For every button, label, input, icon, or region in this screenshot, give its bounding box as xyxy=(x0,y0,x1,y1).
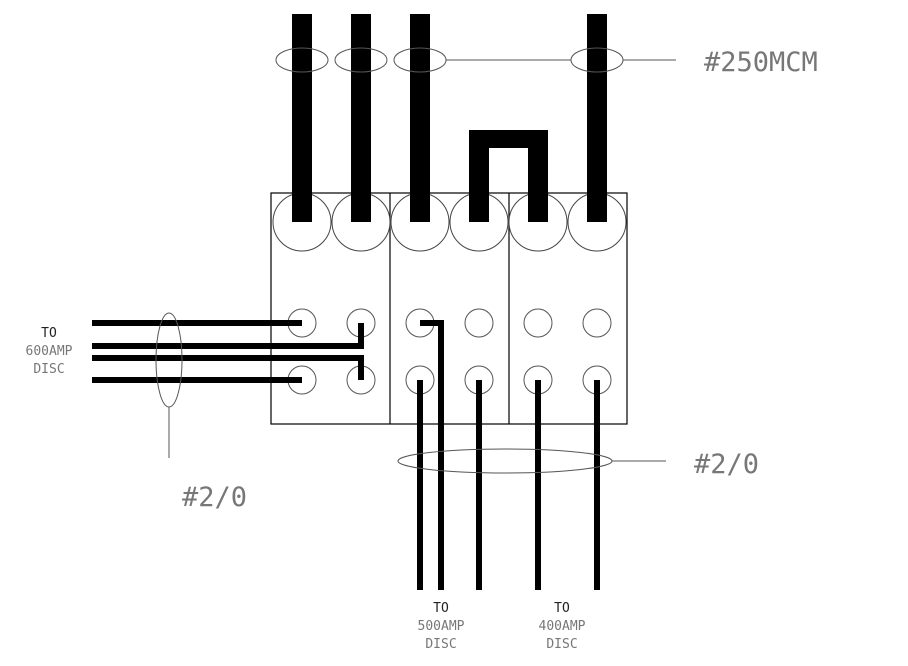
small-terminal xyxy=(582,308,612,338)
label-500amp-disc: TO 500AMP DISC xyxy=(418,601,465,652)
label-line: 500AMP xyxy=(418,619,465,634)
600a-wires xyxy=(92,320,364,383)
bottom-wires xyxy=(417,320,600,590)
small-terminal xyxy=(464,308,494,338)
label-400amp-disc: TO 400AMP DISC xyxy=(539,601,586,652)
label-line: TO xyxy=(41,326,57,341)
label-line: TO xyxy=(433,601,449,616)
label-line: DISC xyxy=(33,362,64,377)
250mcm-conductors xyxy=(292,14,607,222)
label-line: DISC xyxy=(425,637,456,652)
label-left-2-0: #2/0 xyxy=(182,482,247,513)
small-terminal xyxy=(523,308,553,338)
conductor xyxy=(292,14,312,222)
jumper-conductor xyxy=(469,130,548,222)
label-line: 600AMP xyxy=(26,344,73,359)
conductor xyxy=(587,14,607,222)
left-bundle-marker xyxy=(155,312,183,458)
conductor xyxy=(410,14,430,222)
label-line: TO xyxy=(554,601,570,616)
large-terminals xyxy=(272,192,627,252)
small-terminals xyxy=(287,308,612,395)
conductor xyxy=(351,14,371,222)
label-line: DISC xyxy=(546,637,577,652)
breaker-panel xyxy=(270,192,628,425)
label-line: 400AMP xyxy=(539,619,586,634)
label-600amp-disc: TO 600AMP DISC xyxy=(26,326,73,377)
label-250mcm: #250MCM xyxy=(704,47,818,78)
bottom-bundle-marker xyxy=(397,448,666,474)
label-bottom-2-0: #2/0 xyxy=(694,449,759,480)
panel-outline xyxy=(270,192,628,425)
250mcm-bundle-markers xyxy=(275,47,676,73)
